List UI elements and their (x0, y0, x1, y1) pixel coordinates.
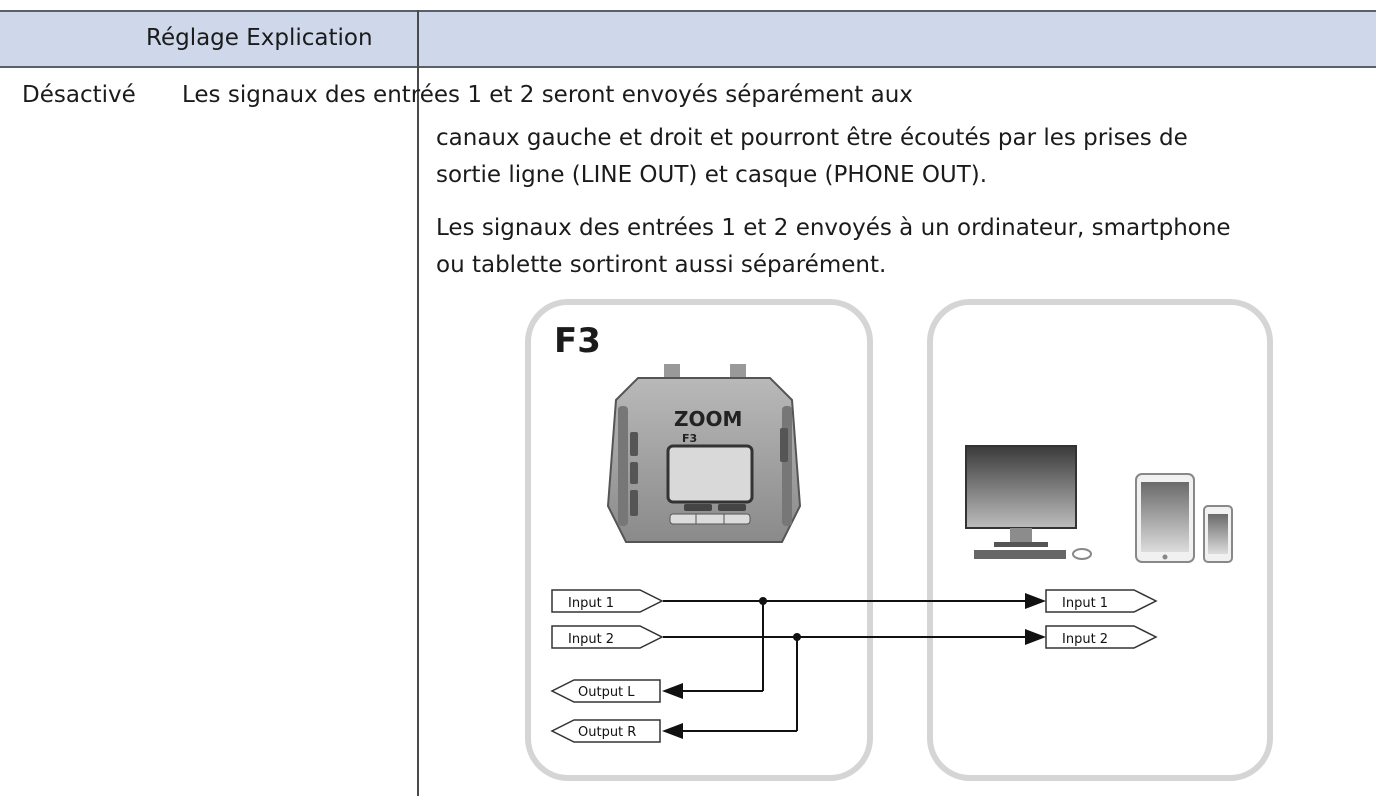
arrow-right-icon (1025, 629, 1046, 645)
arrow-left-icon (662, 683, 683, 699)
input-2-label: Input 2 (568, 632, 614, 647)
input-1-label: Input 1 (568, 596, 614, 611)
explanation-line: Les signaux des entrées 1 et 2 envoyés à… (436, 215, 1231, 241)
explanation-line: sortie ligne (LINE OUT) et casque (PHONE… (436, 162, 988, 188)
input-2-tag: Input 2 (551, 625, 664, 649)
explanation-first-line: Les signaux des entrées 1 et 2 seront en… (182, 82, 913, 108)
junction-dot (793, 633, 801, 641)
setting-value: Désactivé (22, 82, 136, 108)
signal-routing-diagram: F3 ZOOM F3 (520, 296, 1280, 786)
input-1-tag: Input 1 (551, 589, 664, 613)
output-l-label: Output L (578, 685, 635, 700)
host-input-2-tag: Input 2 (1045, 625, 1158, 649)
output-r-tag: Output R (550, 719, 661, 743)
explanation-paragraph-2: Les signaux des entrées 1 et 2 envoyés à… (436, 210, 1231, 284)
output-l-tag: Output L (550, 679, 661, 703)
table-header-label: Réglage Explication (146, 25, 373, 51)
device-title: F3 (554, 321, 601, 361)
arrow-left-icon (662, 723, 683, 739)
f3-recorder-icon: ZOOM F3 (606, 364, 802, 543)
host-input-2-label: Input 2 (1062, 632, 1108, 647)
smartphone-icon (1203, 505, 1233, 563)
tablet-icon (1135, 473, 1195, 563)
device-brand: ZOOM (674, 407, 742, 431)
keyboard-icon (974, 550, 1066, 559)
table-header-row (0, 10, 1376, 68)
host-input-1-tag: Input 1 (1045, 589, 1158, 613)
host-input-1-label: Input 1 (1062, 596, 1108, 611)
output-r-label: Output R (578, 725, 636, 740)
explanation-line: ou tablette sortiront aussi séparément. (436, 252, 887, 278)
device-panel (525, 299, 873, 781)
column-divider (417, 10, 419, 796)
arrow-right-icon (1025, 593, 1046, 609)
mouse-icon (1072, 548, 1092, 560)
computer-icon (965, 445, 1077, 547)
device-model: F3 (682, 432, 697, 445)
signal-lines (663, 600, 1025, 732)
junction-dot (759, 597, 767, 605)
explanation-line: canaux gauche et droit et pourront être … (436, 125, 1188, 151)
explanation-paragraph-1: canaux gauche et droit et pourront être … (436, 120, 1188, 194)
host-panel (927, 299, 1273, 781)
